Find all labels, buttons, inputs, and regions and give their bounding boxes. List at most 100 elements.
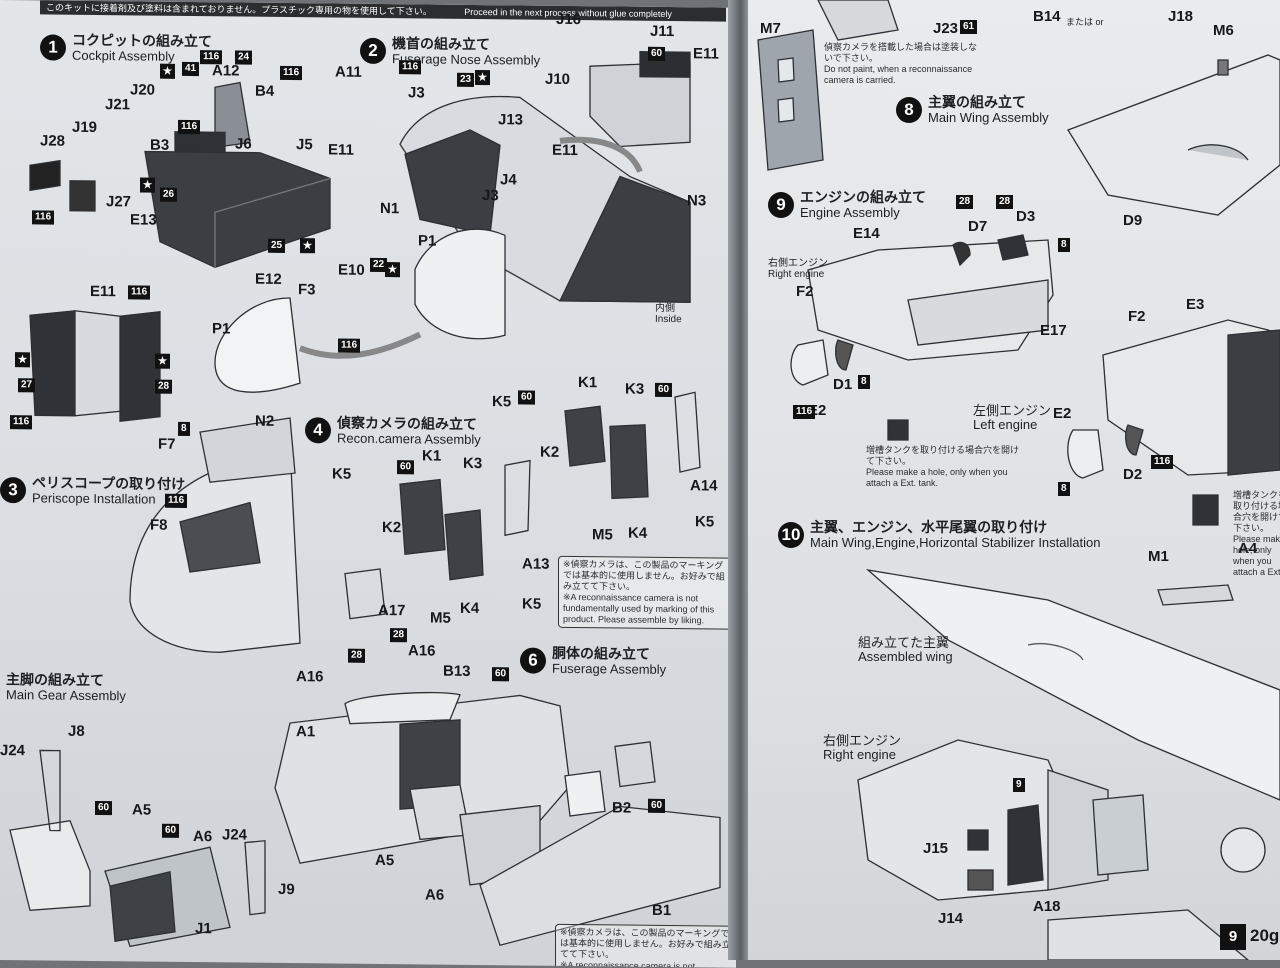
star-icon: ★ — [155, 353, 170, 369]
paint-code: 28 — [390, 628, 408, 643]
right-line-drawings — [757, 0, 1280, 960]
part-label: N1 — [380, 199, 400, 218]
camera-note-2: ※偵察カメラは、この製品のマーキングでは基本的に使用しません。お好みで組み立てて… — [555, 923, 736, 968]
part-label: B4 — [255, 82, 275, 100]
part-label: A14 — [690, 477, 718, 495]
ext-tank-note-2: 増槽タンクを取り付ける場合穴を開けて下さい。Please make a hole… — [1233, 490, 1280, 577]
star-icon: ★ — [300, 238, 315, 254]
m7-paint-note: 偵察カメラを搭載した場合は塗装しないで下さい。Do not paint, whe… — [824, 42, 978, 85]
paint-code: 61 — [960, 20, 978, 34]
part-label: A6 — [425, 886, 445, 904]
part-label: B3 — [150, 136, 170, 154]
part-label: A18 — [1033, 898, 1061, 915]
part-label: E17 — [1040, 322, 1067, 339]
part-label: A4 — [1238, 540, 1258, 557]
part-label: J16 — [556, 10, 582, 29]
part-label: A13 — [522, 555, 550, 573]
part-label: J3 — [482, 187, 499, 205]
part-label: P1 — [418, 232, 437, 250]
part-label: B2 — [612, 799, 632, 817]
part-label: J3 — [408, 84, 425, 102]
part-label: K4 — [628, 524, 648, 542]
paint-code: 60 — [655, 382, 673, 398]
star-icon: ★ — [475, 69, 490, 86]
part-label: E3 — [1186, 296, 1205, 313]
paint-code: 8 — [178, 421, 190, 436]
part-label: A11 — [335, 63, 362, 81]
part-label: K3 — [463, 454, 483, 473]
footer-text: 20g — [1250, 926, 1280, 945]
part-label: D2 — [1123, 466, 1143, 483]
part-label: K2 — [382, 519, 402, 537]
part-label: J21 — [105, 96, 131, 114]
paint-code: 60 — [397, 460, 415, 475]
part-label: J24 — [222, 826, 248, 844]
right-instruction-page: M7 J23 B14 J18 M6 D9 E14 F2 D7 D3 E17 D1… — [748, 0, 1280, 960]
part-label: E11 — [90, 282, 116, 301]
paint-code: 116 — [280, 65, 303, 81]
part-label: J20 — [130, 81, 156, 99]
star-icon: ★ — [385, 262, 400, 278]
ext-tank-note: 増槽タンクを取り付ける場合穴を開けて下さい。Please make a hole… — [866, 445, 1020, 488]
paint-code: 116 — [1151, 455, 1174, 469]
part-label: E2 — [1053, 405, 1072, 422]
part-label: K2 — [540, 443, 560, 461]
part-label: J27 — [106, 193, 132, 211]
left-line-drawings — [9, 51, 721, 948]
part-label: D9 — [1123, 212, 1143, 229]
part-label: J8 — [68, 722, 85, 740]
part-label: E10 — [338, 261, 365, 279]
part-label: M7 — [760, 20, 781, 37]
part-label: B1 — [652, 901, 672, 920]
part-label: A5 — [132, 801, 152, 819]
part-label: E12 — [255, 270, 282, 288]
part-label: K5 — [522, 595, 542, 613]
part-label: J6 — [235, 135, 252, 153]
part-label: J15 — [923, 840, 949, 857]
paint-code: 8 — [1058, 482, 1070, 496]
paint-code: 60 — [648, 46, 666, 61]
part-label: J4 — [500, 171, 517, 189]
part-label: E11 — [552, 141, 578, 160]
paint-code: 25 — [268, 238, 286, 253]
part-label: F2 — [1128, 308, 1146, 325]
part-label: E14 — [853, 225, 880, 242]
star-icon: ★ — [140, 177, 155, 193]
part-label: J5 — [296, 136, 313, 154]
part-label: F2 — [796, 283, 814, 300]
part-label: K4 — [460, 599, 480, 618]
part-label: E11 — [693, 45, 719, 63]
star-icon: ★ — [160, 63, 175, 79]
part-label: J1 — [195, 920, 212, 938]
part-label: J19 — [72, 118, 98, 137]
paint-code: 27 — [18, 378, 36, 393]
part-label: E11 — [328, 141, 354, 159]
part-label: J23 — [933, 20, 959, 37]
part-label: P1 — [212, 320, 231, 338]
part-label: N2 — [255, 412, 275, 430]
paint-code: 60 — [95, 800, 113, 816]
paint-code: 116 — [200, 50, 223, 65]
paint-code: 26 — [160, 187, 178, 202]
part-label: A17 — [378, 601, 406, 620]
paint-code: 116 — [399, 60, 422, 75]
part-label: J14 — [938, 910, 964, 927]
camera-note-1: ※偵察カメラは、この製品のマーキングでは基本的に使用しません。お好みで組み立てて… — [558, 555, 733, 630]
paint-code: 24 — [235, 50, 253, 65]
part-label: F8 — [150, 516, 168, 534]
part-label: K1 — [578, 374, 598, 392]
paint-code: 28 — [996, 195, 1014, 209]
part-label: J10 — [545, 70, 571, 88]
paint-code: 116 — [338, 338, 361, 353]
part-label: A5 — [375, 851, 395, 870]
